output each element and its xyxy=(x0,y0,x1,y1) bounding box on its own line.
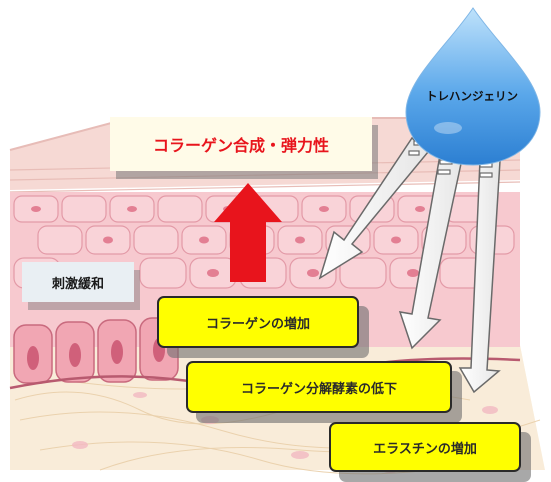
cell-nuclei xyxy=(31,206,425,277)
arrow-1 xyxy=(318,136,430,280)
arrow-dashes xyxy=(408,140,493,178)
arrow-3 xyxy=(458,159,501,394)
arrow-2 xyxy=(398,154,463,350)
collagenase-decrease-box: コラーゲン分解酵素の低下 xyxy=(186,361,452,413)
collagen-increase-box: コラーゲンの増加 xyxy=(157,296,359,348)
collagen-synthesis-label: コラーゲン合成・弾力性 xyxy=(110,117,372,171)
up-arrow xyxy=(214,183,282,282)
drop-icon xyxy=(405,7,541,166)
drop-label: トレハンジェリン xyxy=(426,89,518,103)
irritation-relief-label: 刺激緩和 xyxy=(22,262,134,302)
elastin-increase-box: エラスチンの増加 xyxy=(329,422,521,472)
penetration-arrows xyxy=(318,136,501,394)
